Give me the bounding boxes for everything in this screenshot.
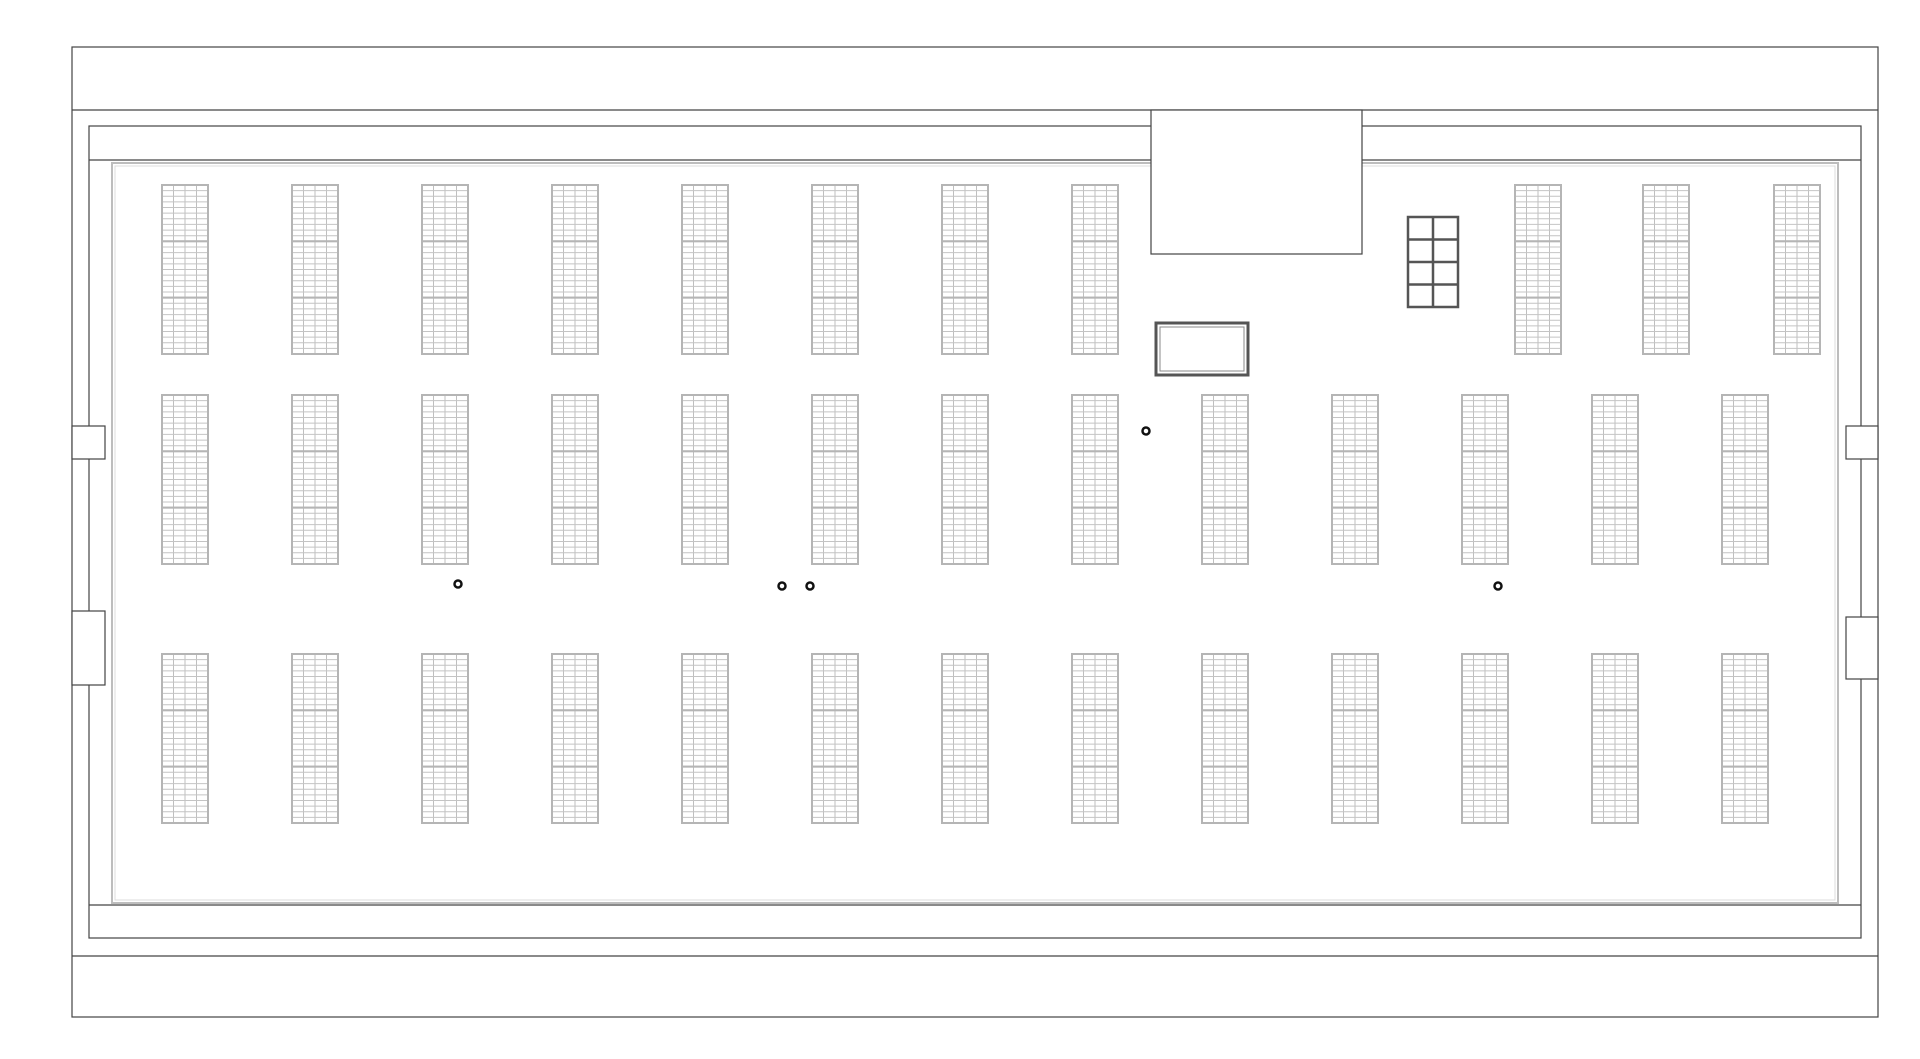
solar-panel-array [291, 653, 339, 825]
side-tab-left-2 [71, 610, 106, 686]
solar-panel-array [1331, 653, 1379, 825]
solar-panel-array [681, 653, 729, 825]
solar-panel-array [291, 394, 339, 565]
solar-panel-array [1461, 394, 1509, 565]
solar-panel-array [1071, 184, 1119, 355]
parapet-outline [88, 125, 1862, 939]
side-tab-right-1 [1845, 425, 1879, 460]
solar-panel-array [1461, 653, 1509, 825]
solar-panel-array [1642, 184, 1690, 355]
stair-penthouse [1150, 109, 1363, 255]
solar-panel-array [1721, 653, 1769, 825]
solar-panel-array [1591, 653, 1639, 825]
solar-panel-array [1201, 653, 1249, 825]
roof-drain-icon [805, 581, 815, 591]
roof-drain-icon [1141, 426, 1151, 436]
solar-panel-array [811, 394, 859, 565]
solar-panel-array [1201, 394, 1249, 565]
solar-panel-array [1331, 394, 1379, 565]
side-tab-right-2 [1845, 616, 1879, 680]
solar-panel-array [1721, 394, 1769, 565]
roof-area-inner [114, 165, 1836, 901]
roof-drain-icon [777, 581, 787, 591]
roof-area [111, 162, 1839, 904]
solar-panel-array [161, 184, 209, 355]
building-outline [71, 46, 1879, 1018]
solar-panel-array [1591, 394, 1639, 565]
solar-panel-array [811, 184, 859, 355]
solar-panel-array [161, 653, 209, 825]
solar-panel-array [681, 184, 729, 355]
solar-panel-array [811, 653, 859, 825]
solar-panel-array [551, 184, 599, 355]
solar-panel-array [291, 184, 339, 355]
solar-panel-array [941, 653, 989, 825]
solar-panel-array [551, 653, 599, 825]
solar-panel-array [161, 394, 209, 565]
roof-drain-icon [1493, 581, 1503, 591]
solar-panel-array [421, 184, 469, 355]
roof-drain-icon [453, 579, 463, 589]
solar-panel-array [1071, 394, 1119, 565]
roof-hatch-grid [1406, 215, 1460, 309]
solar-panel-array [421, 394, 469, 565]
solar-panel-array [1773, 184, 1821, 355]
solar-panel-array [1071, 653, 1119, 825]
solar-panel-array [941, 184, 989, 355]
solar-panel-array [681, 394, 729, 565]
solar-panel-array [1514, 184, 1562, 355]
side-tab-left-1 [71, 425, 106, 460]
skylight [1154, 321, 1250, 377]
solar-panel-array [551, 394, 599, 565]
solar-panel-array [421, 653, 469, 825]
solar-panel-array [941, 394, 989, 565]
